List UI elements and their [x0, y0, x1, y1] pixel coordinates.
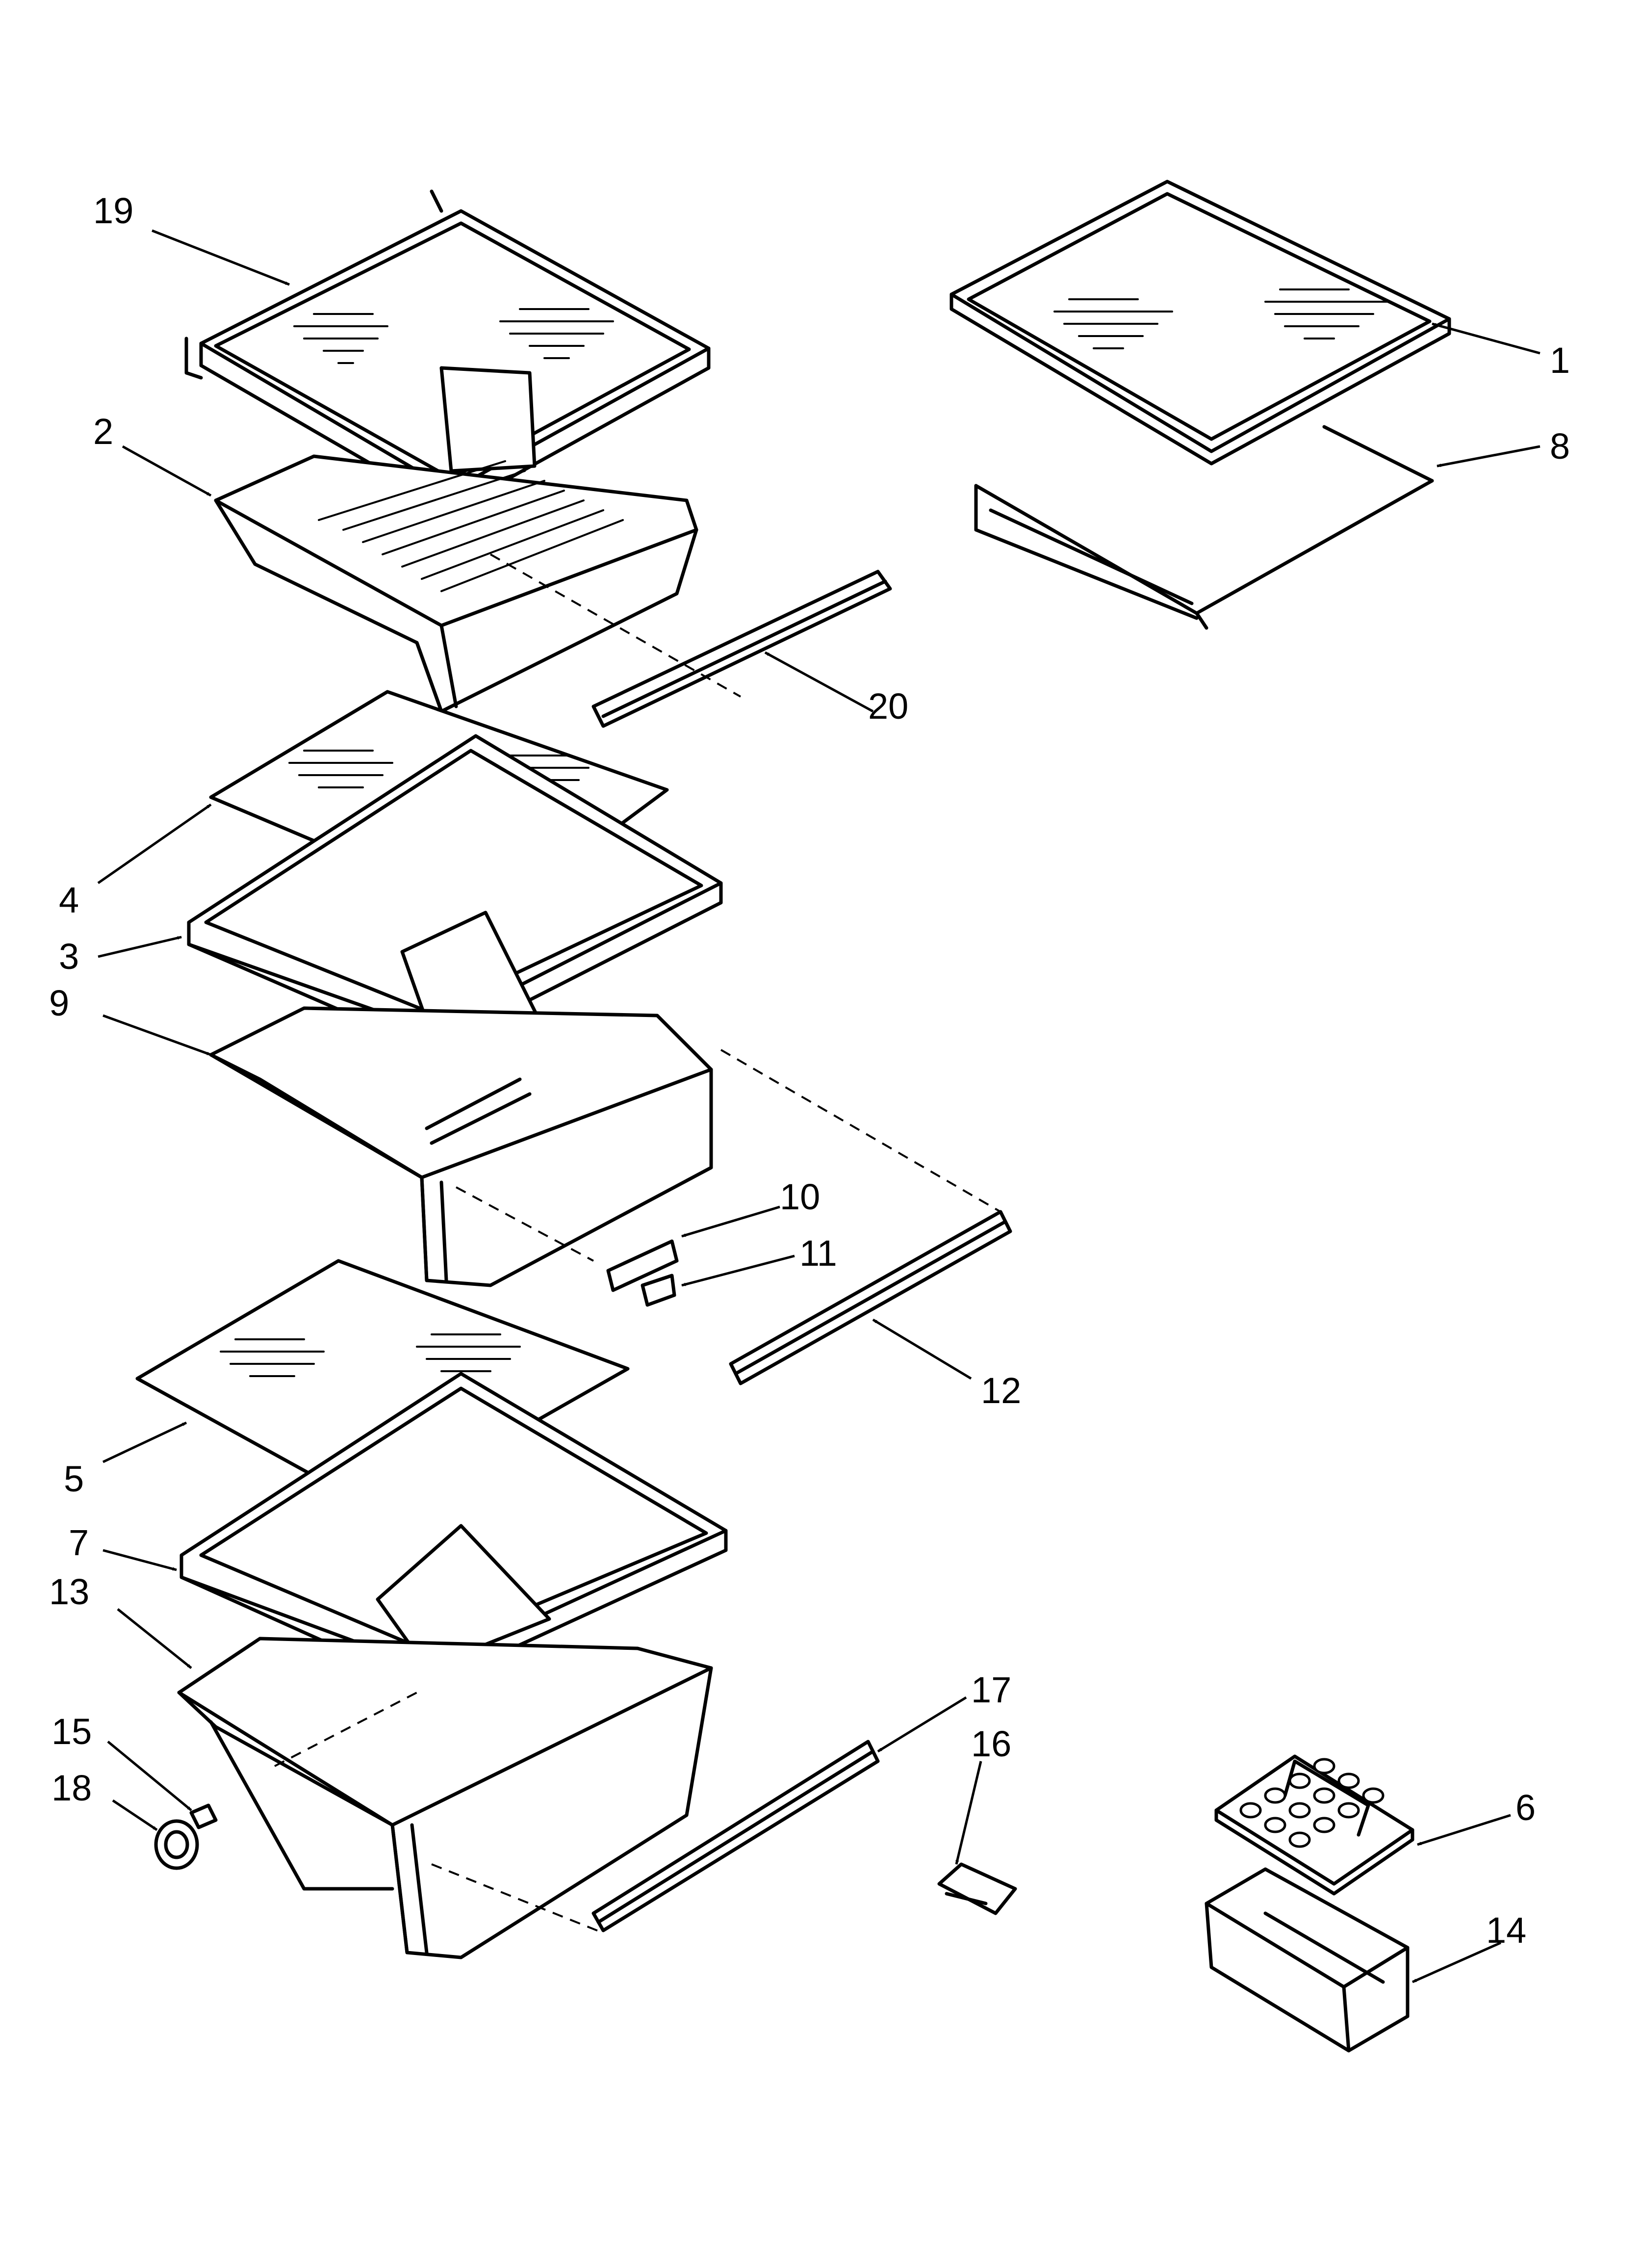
callout-16: 16: [971, 1723, 1011, 1764]
part-20-rail: [591, 570, 892, 728]
part-14-egg-bin: [1205, 1867, 1410, 2053]
callout-11: 11: [799, 1233, 837, 1274]
assembly-line-20: [490, 553, 741, 698]
callout-3: 3: [59, 936, 79, 977]
part-6-egg-tray: [1214, 1754, 1414, 1896]
callout-17: 17: [971, 1669, 1011, 1710]
part-7-frame: [180, 1372, 728, 1690]
part-8-shelf-frame: [974, 425, 1434, 630]
part-5-glass-insert: [135, 1259, 630, 1513]
callout-19: 19: [93, 190, 133, 231]
part-17-rail: [591, 1740, 880, 1932]
part-19-crisper-cover: [184, 189, 711, 512]
callout-1: 1: [1550, 340, 1570, 381]
leader-lines: [97, 229, 1540, 1983]
callout-7: 7: [69, 1522, 89, 1563]
part-1-glass-shelf: [949, 180, 1451, 466]
part-2-crisper-bin: [214, 454, 698, 713]
callout-5: 5: [64, 1459, 84, 1499]
callout-9: 9: [49, 983, 69, 1023]
part-18-control-knob: [154, 1819, 199, 1870]
part-9-crisper-bin: [209, 1006, 713, 1287]
part-11-clip: [641, 1274, 676, 1307]
part-10-bracket: [606, 1239, 679, 1292]
callout-14: 14: [1486, 1910, 1526, 1951]
callout-12: 12: [981, 1370, 1021, 1411]
callout-10: 10: [780, 1176, 820, 1217]
callout-6: 6: [1515, 1787, 1536, 1828]
callout-15: 15: [51, 1711, 92, 1752]
part-12-rail: [729, 1210, 1012, 1385]
callout-18: 18: [51, 1768, 92, 1808]
assembly-line-12: [720, 1049, 1001, 1213]
callout-20: 20: [868, 686, 908, 727]
part-16-clip: [937, 1862, 1017, 1915]
callout-13: 13: [49, 1571, 89, 1612]
callout-2: 2: [93, 411, 113, 452]
part-15-knob-shaft: [189, 1803, 218, 1829]
callout-labels: 19 2 1 8 20 4 3 9 10 11 12 5 7 13 17 16 …: [49, 190, 1570, 1951]
callout-4: 4: [59, 880, 79, 920]
callout-8: 8: [1550, 426, 1570, 467]
egg-holes: [1239, 1758, 1385, 1848]
part-13-crisper-bin: [177, 1637, 713, 1959]
